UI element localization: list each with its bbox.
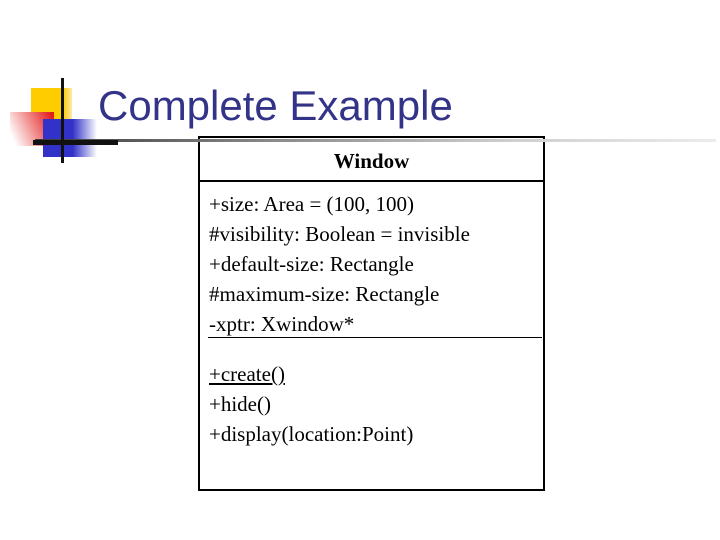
- deco-blue-square: [43, 119, 97, 157]
- deco-horizontal-bar: [33, 140, 118, 145]
- uml-attributes-section: +size: Area = (100, 100) #visibility: Boo…: [200, 182, 543, 337]
- uml-attribute: #visibility: Boolean = invisible: [209, 222, 470, 246]
- slide-title: Complete Example: [98, 82, 453, 129]
- uml-class-box: Window +size: Area = (100, 100) #visibili…: [198, 136, 545, 491]
- uml-attribute: -xptr: Xwindow*: [209, 312, 355, 336]
- uml-section-divider: [208, 337, 542, 338]
- uml-operation: +create(): [209, 362, 285, 386]
- deco-vertical-line: [61, 78, 64, 163]
- uml-operation: +display(location:Point): [209, 422, 414, 446]
- uml-attribute: #maximum-size: Rectangle: [209, 282, 440, 306]
- uml-class-name: Window: [200, 138, 543, 182]
- title-underline-rule: [35, 139, 716, 142]
- uml-operation: +hide(): [209, 392, 271, 416]
- uml-attribute: +size: Area = (100, 100): [209, 192, 415, 216]
- uml-attribute: +default-size: Rectangle: [209, 252, 414, 276]
- uml-operations-section: +create() +hide() +display(location:Point): [200, 338, 543, 449]
